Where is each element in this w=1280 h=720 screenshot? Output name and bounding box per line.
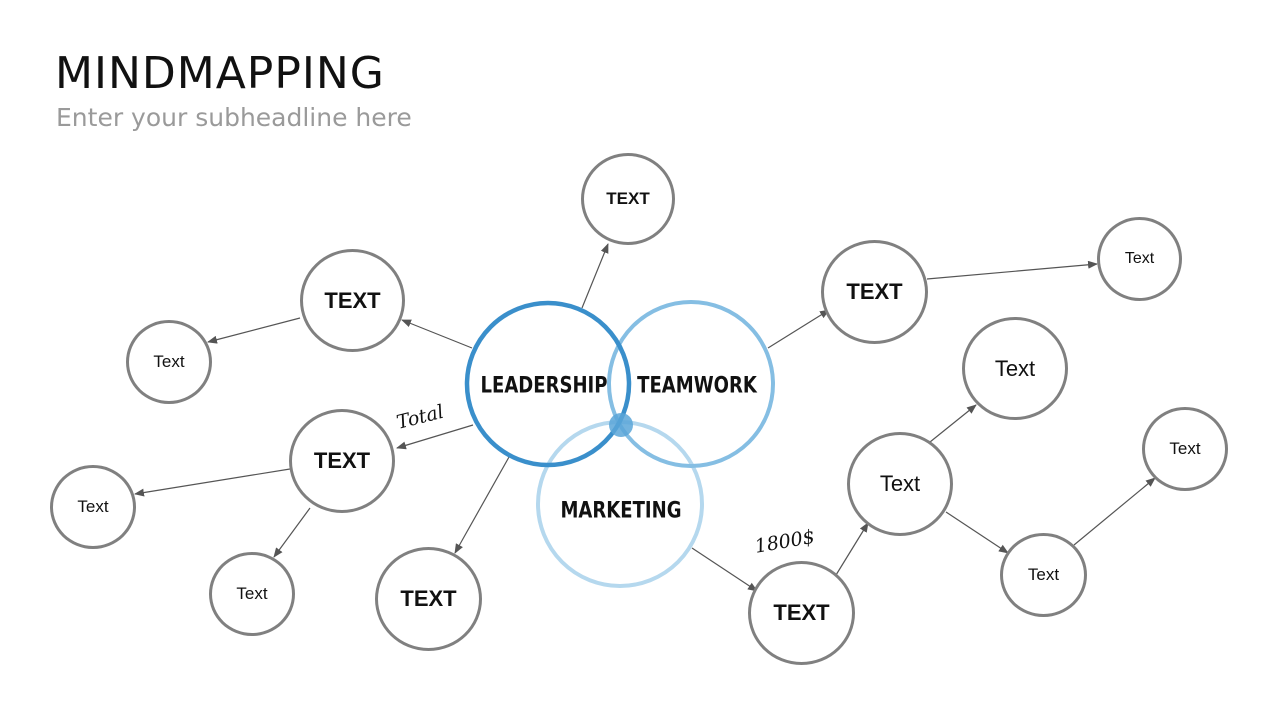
arrow-to-left-middle-child-b xyxy=(273,507,311,558)
arrow-to-bottom-right xyxy=(691,547,758,592)
venn-label-marketing: MARKETING xyxy=(560,498,682,524)
node-left-middle-child-a: Text xyxy=(50,465,136,549)
arrow-to-left-middle xyxy=(396,424,474,450)
node-top: TEXT xyxy=(581,153,675,245)
venn-center-dot xyxy=(609,413,633,437)
page-subtitle: Enter your subheadline here xyxy=(56,103,412,132)
node-mid-right-child-top: Text xyxy=(962,317,1068,420)
node-far-right: Text xyxy=(1142,407,1228,491)
arrow-to-top xyxy=(581,243,609,309)
page-title: MINDMAPPING xyxy=(55,48,385,99)
arrow-to-left-upper-child xyxy=(207,317,301,344)
venn-label-leadership: LEADERSHIP xyxy=(480,373,608,399)
arrow-to-mid-right-child-bottom xyxy=(945,511,1009,554)
node-bottom: TEXT xyxy=(375,547,482,651)
node-right-upper: TEXT xyxy=(821,240,928,344)
venn-circle-teamwork xyxy=(607,300,775,468)
arrow-to-right-upper-child xyxy=(926,260,1098,280)
node-mid-right: Text xyxy=(847,432,953,536)
node-left-upper-child: Text xyxy=(126,320,212,404)
arrow-to-far-right xyxy=(1073,477,1156,546)
node-bottom-right: TEXT xyxy=(748,561,855,665)
arrow-to-left-middle-child-a xyxy=(134,468,291,497)
arrow-to-bottom xyxy=(454,456,510,554)
arrow-to-left-upper xyxy=(401,319,473,349)
arrow-to-right-upper xyxy=(767,309,830,349)
venn-circle-leadership xyxy=(464,300,632,468)
arrow-to-mid-right xyxy=(835,522,869,576)
arrow-to-mid-right-child-top xyxy=(929,404,977,443)
node-mid-right-child-bottom: Text xyxy=(1000,533,1087,617)
node-left-middle-child-b: Text xyxy=(209,552,295,636)
venn-label-teamwork: TEAMWORK xyxy=(637,373,757,399)
node-right-upper-child: Text xyxy=(1097,217,1182,301)
node-left-middle: TEXT xyxy=(289,409,395,513)
node-left-upper: TEXT xyxy=(300,249,405,352)
